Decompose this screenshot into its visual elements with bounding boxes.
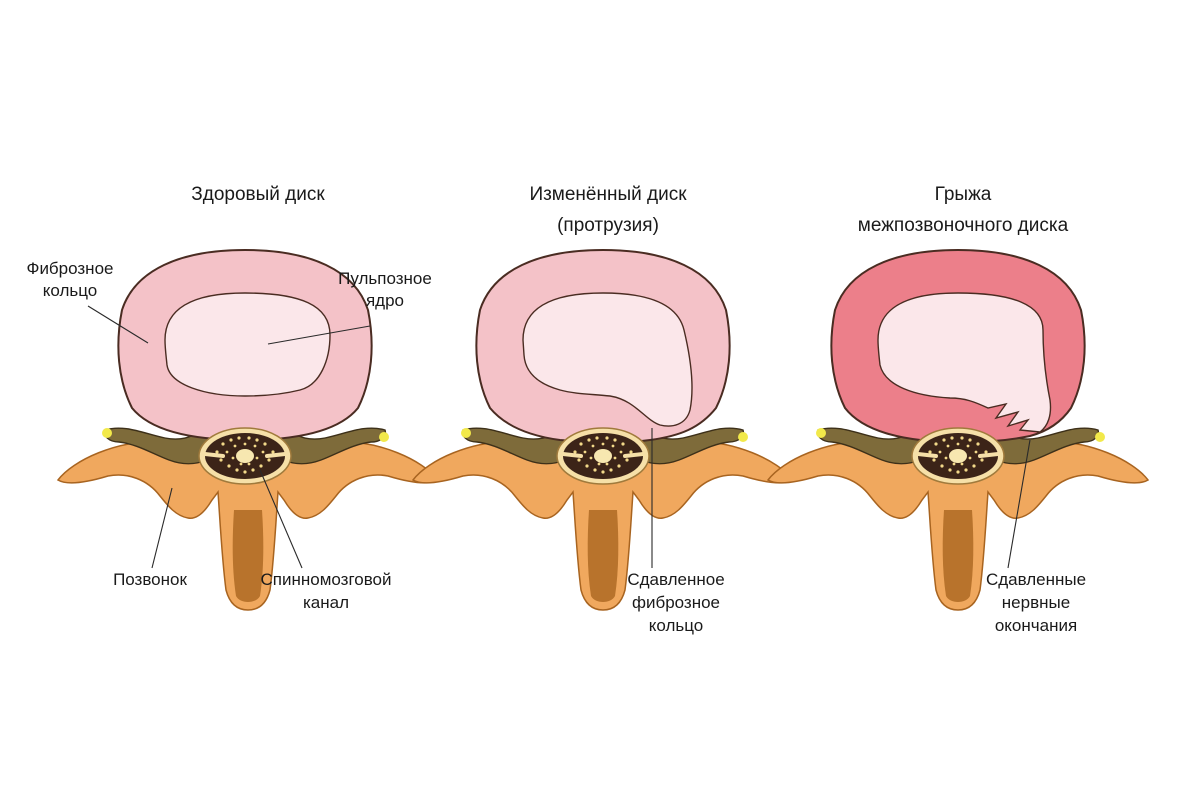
label-fibrous-ring-1: Фиброзное: [27, 259, 114, 278]
label-compressed-ring-3: кольцо: [649, 616, 704, 635]
nucleus-herniation: [877, 292, 1052, 433]
nerve-tip-left-healthy: [102, 428, 112, 438]
label-compressed-nerves-2: нервные: [1002, 593, 1070, 612]
leader-nucleus: [267, 325, 371, 345]
spinal-canal-healthy: [197, 426, 293, 486]
label-vertebra: Позвонок: [113, 570, 187, 589]
nerve-tip-right-herniation: [1095, 432, 1105, 442]
panel-title-protrusion-2: (протрузия): [557, 215, 659, 236]
label-compressed-nerves-3: окончания: [995, 616, 1077, 635]
spinal-canal-protrusion: [555, 426, 651, 486]
nucleus-protrusion: [522, 292, 693, 427]
label-compressed-ring-2: фиброзное: [632, 593, 720, 612]
spinal-canal-herniation: [910, 426, 1006, 486]
label-spinal-canal-1: Спинномозговой: [260, 570, 391, 589]
panel-title-healthy: Здоровый диск: [191, 184, 325, 205]
panel-title-herniation-1: Грыжа: [935, 184, 992, 205]
label-fibrous-ring-2: кольцо: [43, 281, 98, 300]
panel-title-herniation-2: межпозвоночного диска: [858, 215, 1069, 236]
label-spinal-canal-2: канал: [303, 593, 349, 612]
nerve-tip-right-protrusion: [738, 432, 748, 442]
leader-fibrous-ring: [87, 305, 149, 344]
nucleus-healthy: [164, 292, 331, 397]
leader-spinal-canal: [259, 469, 303, 569]
leader-vertebra: [151, 487, 173, 569]
label-compressed-nerves-1: Сдавленные: [986, 570, 1086, 589]
panel-healthy: Здоровый диск Фиброзное кольцо Пульпозно…: [27, 184, 439, 612]
label-nucleus-2: ядро: [366, 291, 404, 310]
label-nucleus-1: Пульпозное: [338, 269, 432, 288]
leader-compressed-nerves: [1007, 439, 1031, 569]
nerve-tip-left-protrusion: [461, 428, 471, 438]
panel-protrusion: Изменённый диск (протрузия) Сдавленное ф…: [412, 184, 794, 635]
panel-title-protrusion-1: Изменённый диск: [529, 184, 687, 205]
label-compressed-ring-1: Сдавленное: [627, 570, 724, 589]
nerve-tip-left-herniation: [816, 428, 826, 438]
nerve-tip-right-healthy: [379, 432, 389, 442]
panel-herniation: Грыжа межпозвоночного диска Сдавленные н…: [767, 184, 1149, 635]
